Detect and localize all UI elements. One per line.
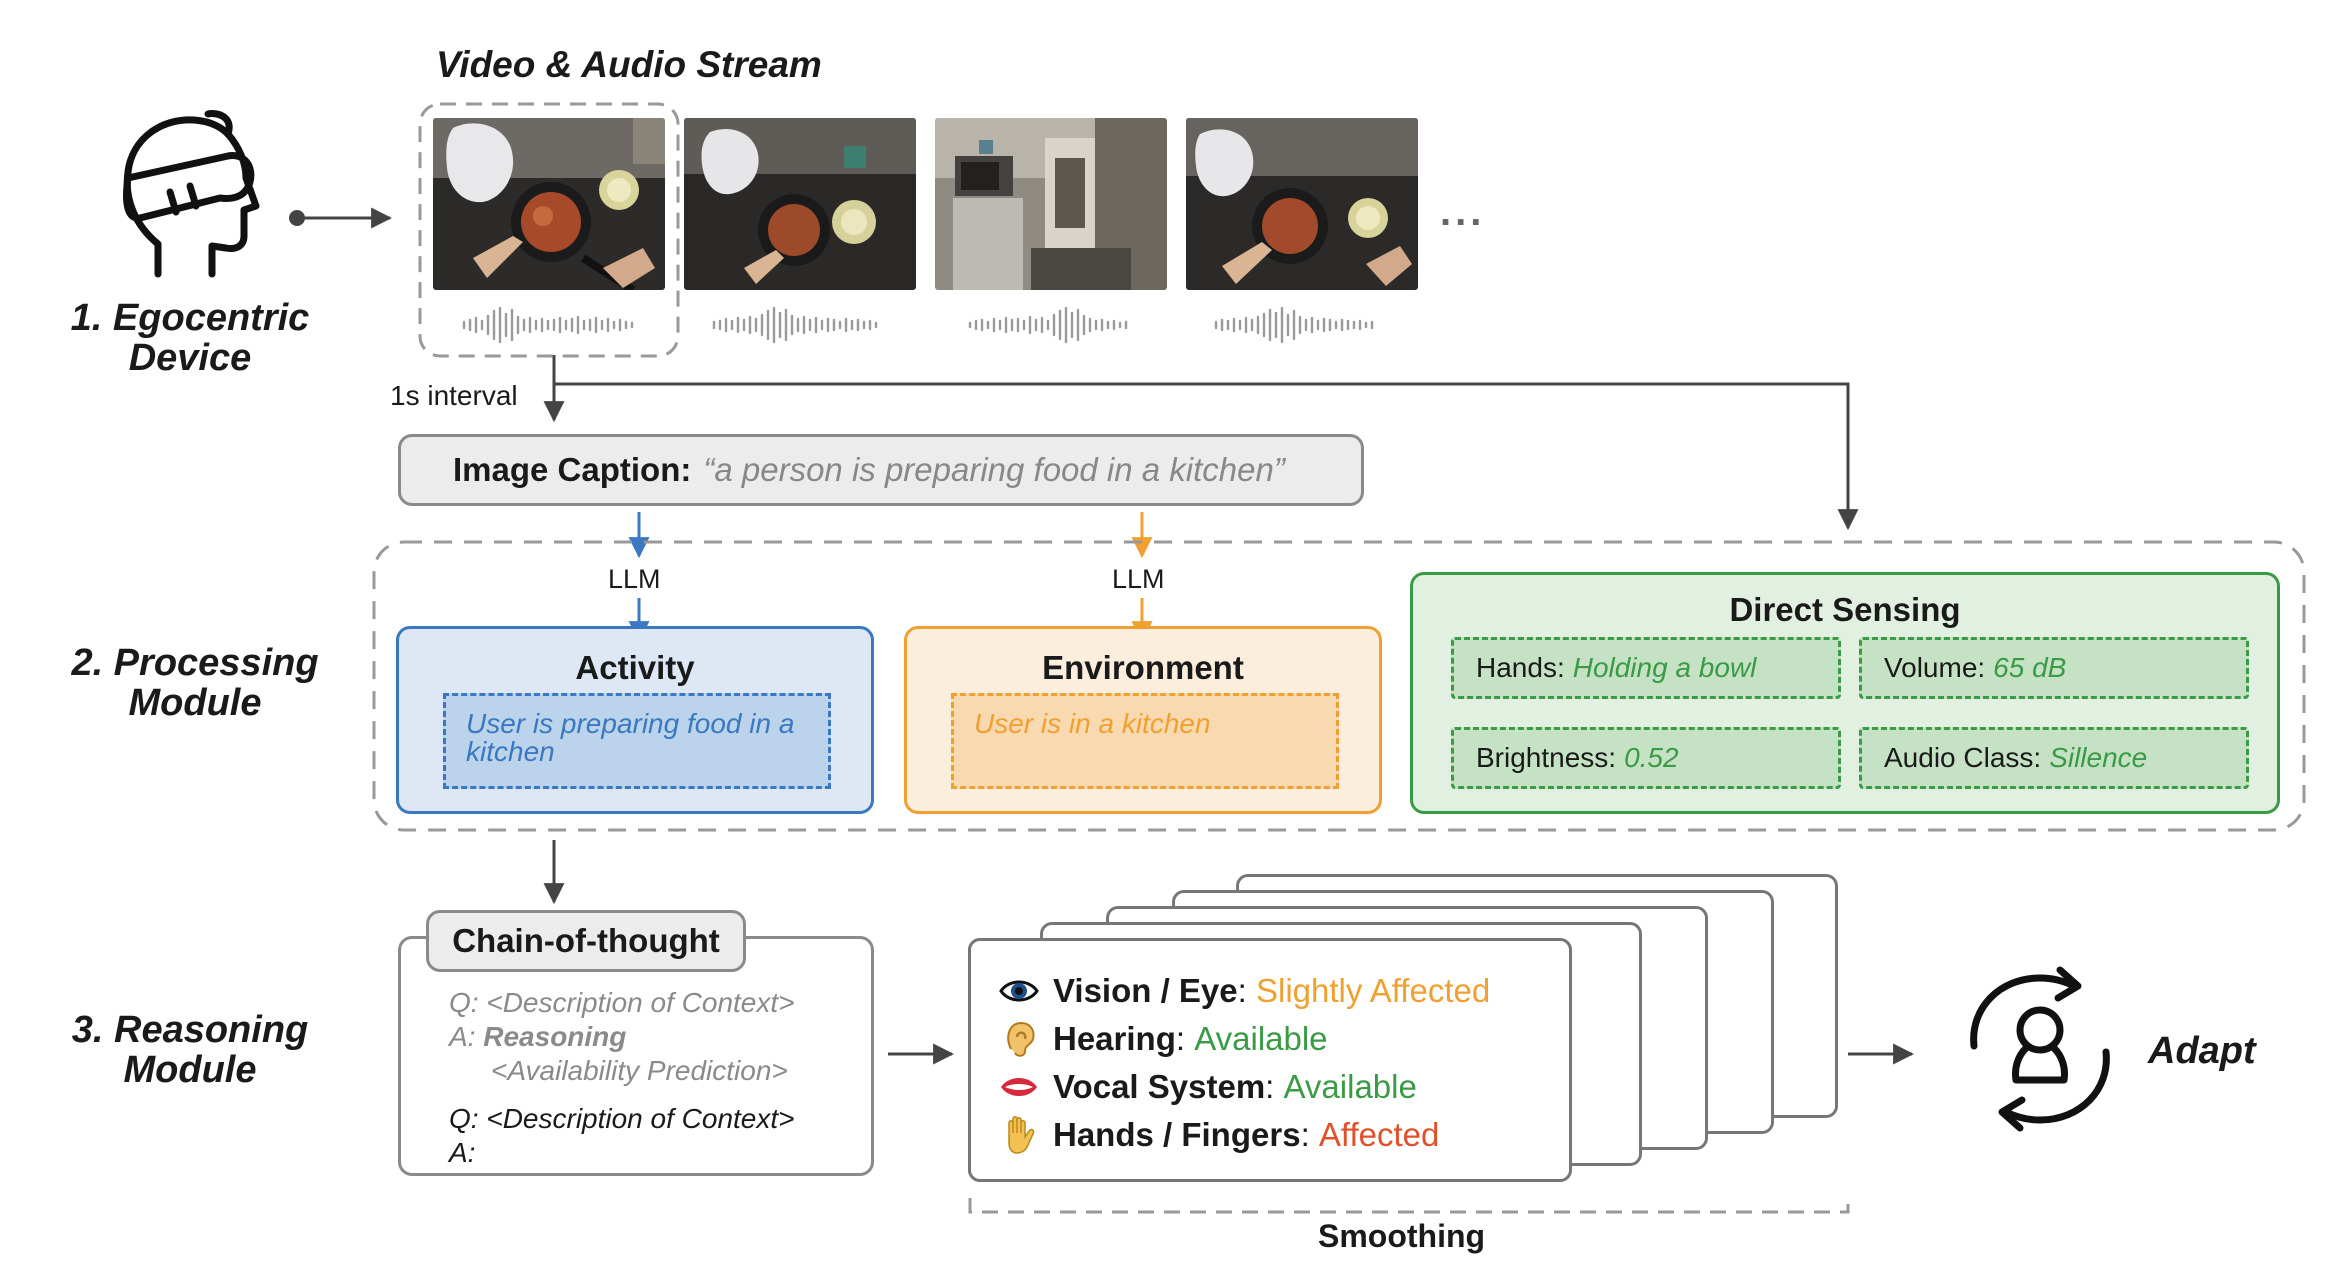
environment-box: Environment User is in a kitchen <box>904 626 1382 814</box>
current-frame-highlight <box>418 102 680 358</box>
sensing-brightness-label: Brightness: <box>1476 742 1617 773</box>
stream-title: Video & Audio Stream <box>436 44 822 85</box>
sensing-audio-class-value: Sillence <box>2049 742 2148 773</box>
sensing-volume: Volume: 65 dB <box>1859 637 2249 699</box>
cot-a1-prediction: <Availability Prediction> <box>491 1055 788 1086</box>
image-caption-text: “a person is preparing food in a kitchen… <box>703 451 1285 488</box>
chain-of-thought-title: Chain-of-thought <box>426 910 746 972</box>
mouth-icon <box>1001 1078 1037 1096</box>
cot-a1: A: Reasoning <box>449 1021 627 1052</box>
availability-card: Vision / Eye: Slightly Affected Hearing:… <box>968 938 1572 1182</box>
more-frames-ellipsis: ... <box>1440 190 1486 234</box>
sensing-audio-class-label: Audio Class: <box>1884 742 2042 773</box>
sensing-hands: Hands: Holding a bowl <box>1451 637 1841 699</box>
hands-status: Affected <box>1318 1116 1440 1153</box>
video-frame-3 <box>935 118 1167 290</box>
availability-row-hearing: Hearing: Available <box>999 1019 1328 1059</box>
activity-text: User is preparing food in a kitchen <box>443 693 831 789</box>
audio-waveform-1 <box>462 306 634 344</box>
smoothing-bracket <box>968 1198 1850 1214</box>
hand-icon <box>1008 1116 1035 1154</box>
vocal-label: Vocal System <box>1053 1068 1266 1105</box>
sensing-hands-value: Holding a bowl <box>1572 652 1757 683</box>
environment-title: Environment <box>1042 649 1244 686</box>
vocal-status: Available <box>1283 1068 1417 1105</box>
sensing-audio-class: Audio Class: Sillence <box>1859 727 2249 789</box>
sensing-volume-value: 65 dB <box>1993 652 2067 683</box>
sensing-hands-label: Hands: <box>1476 652 1565 683</box>
audio-waveform-3 <box>968 306 1128 344</box>
availability-row-hands: Hands / Fingers: Affected <box>999 1115 1439 1155</box>
sensing-brightness: Brightness: 0.52 <box>1451 727 1841 789</box>
chain-of-thought-box: Q: <Description of Context> A: Reasoning… <box>398 936 874 1176</box>
activity-box: Activity User is preparing food in a kit… <box>396 626 874 814</box>
audio-waveform-4 <box>1214 306 1374 344</box>
availability-row-vision: Vision / Eye: Slightly Affected <box>999 971 1490 1011</box>
video-frame-2 <box>684 118 916 290</box>
llm-label-environment: LLM <box>1112 564 1165 594</box>
smoothing-label: Smoothing <box>1318 1218 1486 1254</box>
hearing-status: Available <box>1194 1020 1328 1057</box>
vision-label: Vision / Eye <box>1053 972 1238 1009</box>
adapt-label: Adapt <box>2148 1030 2256 1072</box>
stream-to-sensing-arrow <box>554 382 1859 531</box>
sensing-brightness-value: 0.52 <box>1624 742 1679 773</box>
direct-sensing-box: Direct Sensing Hands: Holding a bowl Vol… <box>1410 572 2280 814</box>
cot-q2: Q: <Description of Context> <box>449 1103 795 1134</box>
video-frame-4 <box>1186 118 1418 290</box>
processing-container <box>372 540 2306 832</box>
stage-reasoning-label: 3. Reasoning Module <box>71 1009 309 1091</box>
audio-waveform-2 <box>712 306 878 344</box>
adapt-refresh-user-icon <box>1970 966 2110 1132</box>
sensing-volume-label: Volume: <box>1884 652 1986 683</box>
image-caption-box: Image Caption: “a person is preparing fo… <box>398 434 1364 506</box>
cot-q1: Q: <Description of Context> <box>449 987 795 1018</box>
vr-headset-person-icon <box>123 110 260 278</box>
eye-icon <box>999 980 1039 1002</box>
ear-icon <box>1007 1021 1035 1057</box>
image-caption-label: Image Caption: <box>453 451 692 488</box>
direct-sensing-title: Direct Sensing <box>1729 591 1961 628</box>
llm-label-activity: LLM <box>608 564 661 594</box>
activity-title: Activity <box>575 649 695 686</box>
interval-label: 1s interval <box>390 380 518 411</box>
stage-processing-label: 2. Processing Module <box>71 642 319 724</box>
stage-device-label: 1. Egocentric Device <box>70 297 310 379</box>
hands-label: Hands / Fingers <box>1053 1116 1301 1153</box>
vision-status: Slightly Affected <box>1256 972 1491 1009</box>
availability-row-vocal: Vocal System: Available <box>999 1067 1417 1107</box>
hearing-label: Hearing <box>1053 1020 1176 1057</box>
cot-a2: A: <box>449 1137 476 1168</box>
video-frame-1 <box>433 118 665 290</box>
environment-text: User is in a kitchen <box>951 693 1339 789</box>
